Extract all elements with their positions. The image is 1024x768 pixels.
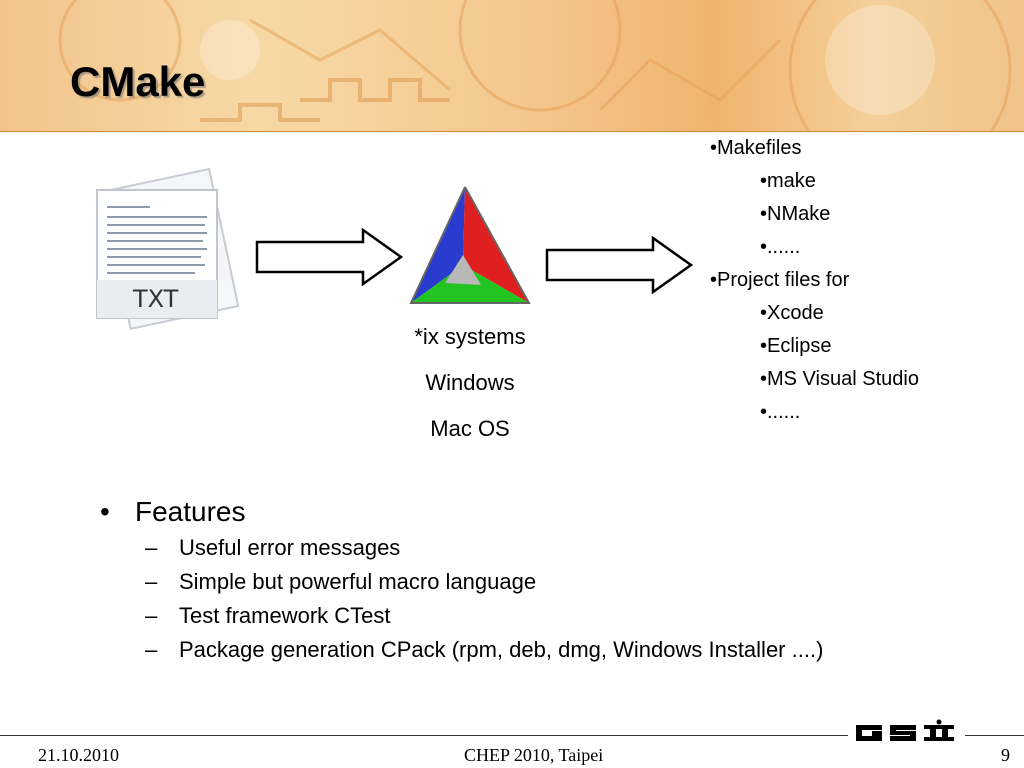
header-banner [0, 0, 1024, 132]
feature-item-text: Package generation CPack (rpm, deb, dmg,… [179, 637, 824, 662]
feature-item: – Test framework CTest [100, 601, 823, 635]
txt-file-icon: TXT [75, 165, 255, 340]
platform-list: *ix systems Windows Mac OS [390, 322, 550, 460]
output-item: •MS Visual Studio [760, 368, 919, 390]
feature-item-text: Simple but powerful macro language [179, 569, 537, 594]
platform-item: Windows [425, 370, 515, 395]
feature-item: – Package generation CPack (rpm, deb, dm… [100, 635, 823, 669]
feature-item: – Useful error messages [100, 533, 823, 567]
platform-item: *ix systems [414, 324, 526, 349]
output-item: •Makefiles [710, 137, 802, 159]
feature-item: – Simple but powerful macro language [100, 567, 823, 601]
slide-title: CMake [70, 58, 206, 105]
footer-date: 21.10.2010 [38, 745, 119, 765]
gsi-logo [852, 719, 962, 752]
platform-item: Mac OS [430, 416, 510, 441]
right-arrow-icon [545, 235, 695, 299]
dash-marker: – [145, 535, 158, 560]
banner-divider [0, 131, 1024, 132]
output-item: •Project files for [710, 269, 850, 291]
features-heading-text: Features [135, 496, 246, 527]
bullet-marker: • [100, 496, 110, 527]
dash-marker: – [145, 637, 158, 662]
output-item: •Xcode [760, 302, 824, 324]
features-heading: • Features [100, 495, 823, 533]
feature-item-text: Useful error messages [179, 535, 401, 560]
output-item: •...... [760, 236, 801, 258]
output-item: •...... [760, 401, 801, 423]
txt-icon-label: TXT [132, 285, 179, 313]
footer-event: CHEP 2010, Taipei [464, 745, 604, 765]
dash-marker: – [145, 603, 158, 628]
footer-divider [965, 735, 1024, 736]
features-list: • Features – Useful error messages – Sim… [100, 495, 823, 669]
generator-output-list: •Makefiles •make •NMake •...... •Project… [710, 135, 919, 432]
footer-page-number: 9 [1001, 745, 1010, 765]
feature-item-text: Test framework CTest [179, 603, 391, 628]
output-item: •make [760, 170, 816, 192]
output-item: •NMake [760, 203, 831, 225]
footer-divider [0, 735, 848, 736]
dash-marker: – [145, 569, 158, 594]
output-item: •Eclipse [760, 335, 832, 357]
cmake-logo-icon [405, 185, 535, 315]
banner-decoration [58, 0, 1012, 132]
right-arrow-icon [255, 227, 405, 291]
